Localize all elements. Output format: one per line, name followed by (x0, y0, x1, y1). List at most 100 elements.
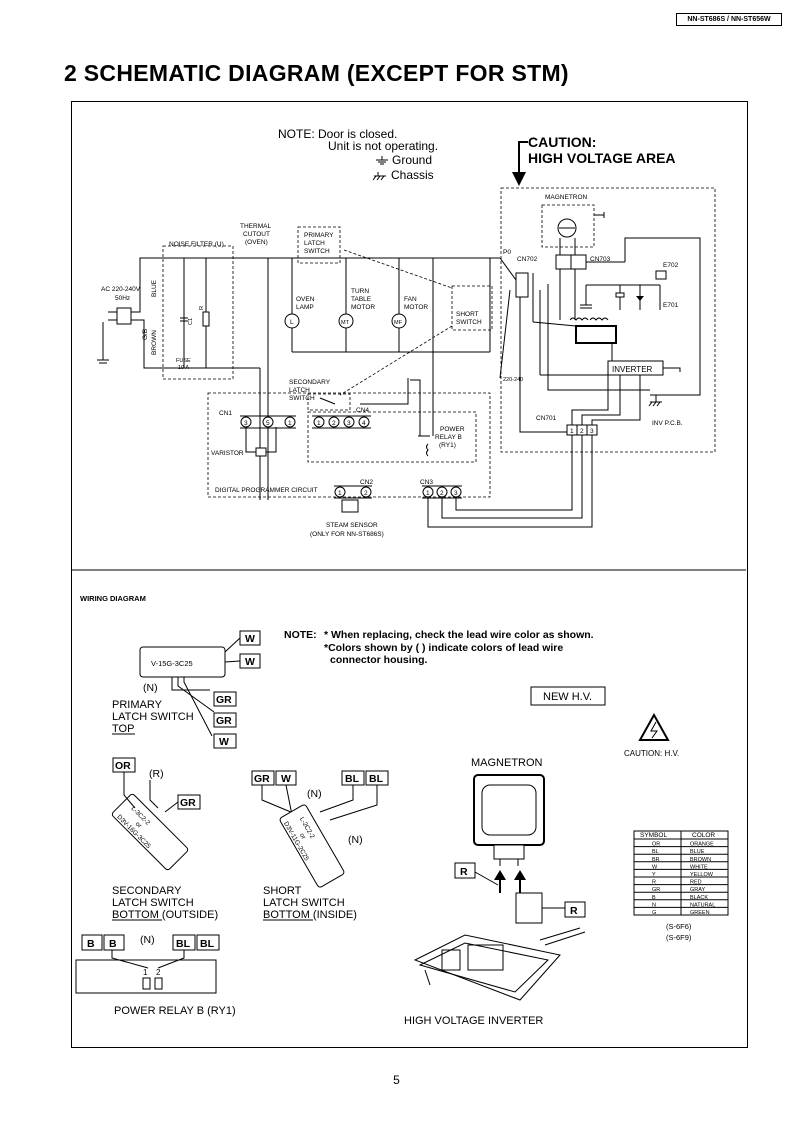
svg-text:R: R (460, 866, 468, 878)
primary-label-1: PRIMARY (112, 699, 163, 711)
cn702-label: CN702 (517, 256, 538, 263)
tag-b-2 (103, 934, 125, 951)
cn3-connector: 1 2 3 (422, 486, 462, 498)
svg-text:GR: GR (216, 715, 232, 727)
hv-component (515, 892, 543, 924)
cn2-label: CN2 (360, 479, 373, 486)
magnetron-label: MAGNETRON (545, 194, 588, 201)
cn4-label: CN4 (356, 407, 369, 414)
magnetron-box (541, 204, 595, 248)
tag-bl-4 (196, 934, 220, 951)
ac-supply-1: AC 220-240V (101, 286, 141, 293)
relay-label: POWER RELAY B (RY1) (114, 1005, 236, 1017)
cn702-connector (515, 272, 529, 298)
varistor-icon (255, 447, 267, 457)
color-name: WHITE (690, 864, 708, 870)
thermal-cutout-2: CUTOUT (243, 231, 270, 238)
svg-text:1: 1 (570, 428, 574, 435)
turntable-motor-icon (338, 313, 354, 329)
svg-text:BL: BL (369, 773, 384, 785)
svg-text:1: 1 (288, 420, 292, 427)
magnetron-wiring-label: MAGNETRON (471, 757, 543, 769)
secondary-switch-body: L-3C2-2 or D3V-16G-3C25 (111, 793, 189, 871)
color-symbol: BR (652, 857, 660, 863)
new-hv-box (530, 686, 606, 706)
svg-text:or: or (298, 832, 307, 841)
tag-gr-1 (213, 691, 237, 707)
fan-motor-1: FAN (404, 296, 417, 303)
svg-text:3: 3 (244, 420, 248, 427)
svg-text:1: 1 (338, 490, 342, 497)
plug-icon (97, 307, 132, 364)
wiring-heading: WIRING DIAGRAM (80, 594, 146, 603)
primary-latch-3: SWITCH (304, 248, 330, 255)
svg-text:W: W (245, 633, 255, 645)
fan-motor-2: MOTOR (404, 304, 428, 311)
fuse-label-1: FUSE (176, 358, 191, 364)
svg-text:(R): (R) (149, 768, 164, 780)
ac-supply-2: 50Hz (115, 295, 130, 302)
page-number: 5 (393, 1073, 400, 1087)
caution-hv-icon (638, 712, 670, 741)
svg-text:5: 5 (266, 420, 270, 427)
svg-text:SYMBOL: SYMBOL (640, 832, 667, 839)
color-name: BLACK (690, 895, 708, 901)
svg-text:or: or (134, 821, 144, 831)
steam-sensor-1: STEAM SENSOR (326, 522, 378, 529)
cn3-label: CN3 (420, 479, 433, 486)
noise-filter-box (162, 245, 234, 380)
turntable-1: TURN (351, 288, 369, 295)
color-name: RED (690, 880, 702, 886)
caution-label: CAUTION: (528, 134, 596, 150)
svg-text:GR: GR (254, 773, 270, 785)
primary-latch-2: LATCH (304, 240, 325, 247)
power-relay-2: RELAY B (435, 434, 462, 441)
secondary-latch-1: SECONDARY (289, 379, 331, 386)
cn1-connector: 3 5 1 (240, 416, 296, 428)
short-switch-body: L-2C2-2 or D3V-11G-2C25 (279, 804, 345, 888)
wire-brown: BROWN (151, 330, 158, 355)
oven-lamp-icon (284, 313, 300, 329)
tag-gr-4 (251, 770, 275, 786)
new-hv-label: NEW H.V. (543, 691, 592, 703)
model-number: NN-ST686S / NN-ST656W (676, 13, 782, 26)
p240-label: 220-240 (503, 377, 523, 383)
wiring-note-head: NOTE: (284, 629, 317, 641)
svg-text:3: 3 (454, 490, 458, 497)
svg-text:MF: MF (394, 320, 403, 326)
high-voltage-area-label: HIGH VOLTAGE AREA (528, 150, 676, 166)
cn701-connector: 1 2 3 (566, 424, 598, 436)
svg-text:R: R (199, 306, 205, 310)
digital-programmer-box (207, 392, 491, 498)
noise-filter-label: NOISE FILTER (U) (169, 241, 224, 248)
color-name: GRAY (690, 887, 706, 893)
svg-text:(N): (N) (140, 934, 155, 946)
svg-text:(N): (N) (348, 834, 363, 846)
inverter-board (413, 927, 586, 1001)
cn703-label: CN703 (590, 256, 611, 263)
digital-programmer-label: DIGITAL PROGRAMMER CIRCUIT (215, 487, 318, 494)
color-symbol: N (652, 902, 656, 908)
wiring-note-1: * When replacing, check the lead wire co… (324, 629, 594, 641)
turntable-3: MOTOR (351, 304, 375, 311)
cn1-label: CN1 (219, 410, 232, 417)
wire-blue: BLUE (151, 279, 158, 297)
thermal-cutout-3: (OVEN) (245, 239, 268, 246)
oven-lamp-2: LAMP (296, 304, 314, 311)
hv-transformer (575, 325, 617, 344)
secondary-latch-box (307, 393, 351, 411)
svg-text:1: 1 (317, 420, 321, 427)
color-symbol: R (652, 880, 656, 886)
svg-text:2: 2 (364, 490, 368, 497)
varistor-label: VARISTOR (211, 450, 244, 457)
steam-sensor-icon (341, 499, 359, 513)
note-door-closed: NOTE: Door is closed. (278, 127, 397, 141)
short-label-1: SHORT (263, 885, 302, 897)
color-symbol: BL (652, 849, 659, 855)
svg-text:W: W (245, 656, 255, 668)
p0-label: P0 (503, 249, 511, 256)
svg-text:2: 2 (332, 420, 336, 427)
svg-text:BL: BL (176, 938, 191, 950)
